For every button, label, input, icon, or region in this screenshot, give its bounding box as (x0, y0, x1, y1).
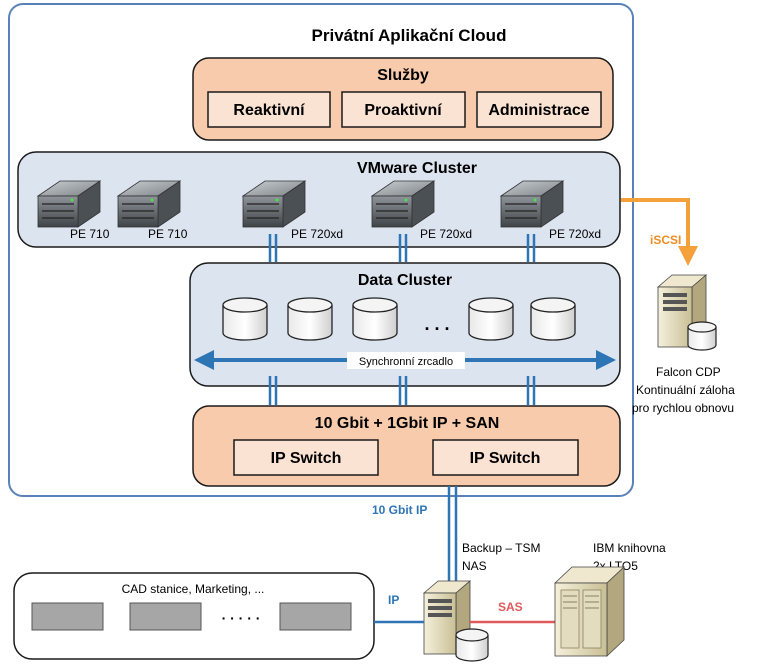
workstation-1 (31, 602, 104, 631)
private-cloud-title: Privátní Aplikační Cloud (312, 26, 507, 45)
ip-switch-label: IP Switch (470, 450, 541, 467)
data-cluster-title: Data Cluster (358, 272, 452, 289)
falcon-label-1: Falcon CDP (656, 365, 721, 379)
ten-gbit-label: 10 Gbit IP (372, 503, 427, 517)
server-pe710-2 (116, 180, 182, 228)
disk-ellipsis: . . . (424, 314, 449, 334)
falcon-cdp-disk (687, 321, 717, 351)
backup-label-1: Backup – TSM (462, 541, 540, 555)
ibm-label-1: IBM knihovna (593, 541, 666, 555)
service-label-administrace: Administrace (488, 102, 589, 119)
ten-gbit-link (447, 486, 458, 588)
disk-3 (352, 297, 398, 341)
services-title: Služby (377, 67, 429, 84)
ip-label: IP (388, 593, 399, 607)
workstation-2 (129, 602, 202, 631)
workstation-3 (279, 602, 352, 631)
workstations-title: CAD stanice, Marketing, ... (122, 582, 265, 596)
ip-switch-2 (432, 439, 579, 476)
ip-switch-label: IP Switch (271, 450, 342, 467)
iscsi-label: iSCSI (650, 233, 681, 247)
ibm-library-cabinet (553, 566, 626, 657)
backup-tsm-disk (455, 628, 489, 662)
vmware-cluster-title: VMware Cluster (357, 160, 477, 177)
vmware-cluster-panel (17, 151, 621, 248)
disk-5 (530, 297, 576, 341)
server-pe720xd-3 (499, 180, 565, 228)
server-label: PE 710 (70, 227, 110, 241)
service-box-proaktivni (341, 91, 466, 128)
network-title: 10 Gbit + 1Gbit IP + SAN (315, 415, 500, 432)
server-pe720xd-2 (370, 180, 436, 228)
workstations-ellipsis: · · · · · (222, 610, 261, 626)
server-pe710-1 (36, 180, 102, 228)
falcon-label-3: pro rychlou obnovu (632, 401, 734, 415)
service-box-reaktivni (207, 91, 331, 128)
service-box-administrace (476, 91, 602, 128)
disk-4 (468, 297, 514, 341)
vmware-data-connectors (268, 234, 536, 262)
sync-mirror-label-bg (347, 352, 465, 369)
server-label: PE 710 (148, 227, 188, 241)
iscsi-link (621, 198, 698, 266)
sync-mirror-label: Synchronní zrcadlo (359, 356, 453, 368)
service-label-reaktivni: Reaktivní (233, 102, 305, 119)
disk-1 (222, 297, 268, 341)
server-label: PE 720xd (549, 227, 601, 241)
backup-label-2: NAS (462, 559, 487, 573)
service-label-proaktivni: Proaktivní (364, 102, 442, 119)
server-label: PE 720xd (420, 227, 472, 241)
ip-switch-1 (233, 439, 379, 476)
server-pe720xd-1 (241, 180, 307, 228)
disk-2 (287, 297, 333, 341)
sas-label: SAS (498, 600, 523, 614)
data-network-connectors (268, 376, 536, 405)
server-label: PE 720xd (291, 227, 343, 241)
falcon-label-2: Kontinuální záloha (636, 383, 735, 397)
